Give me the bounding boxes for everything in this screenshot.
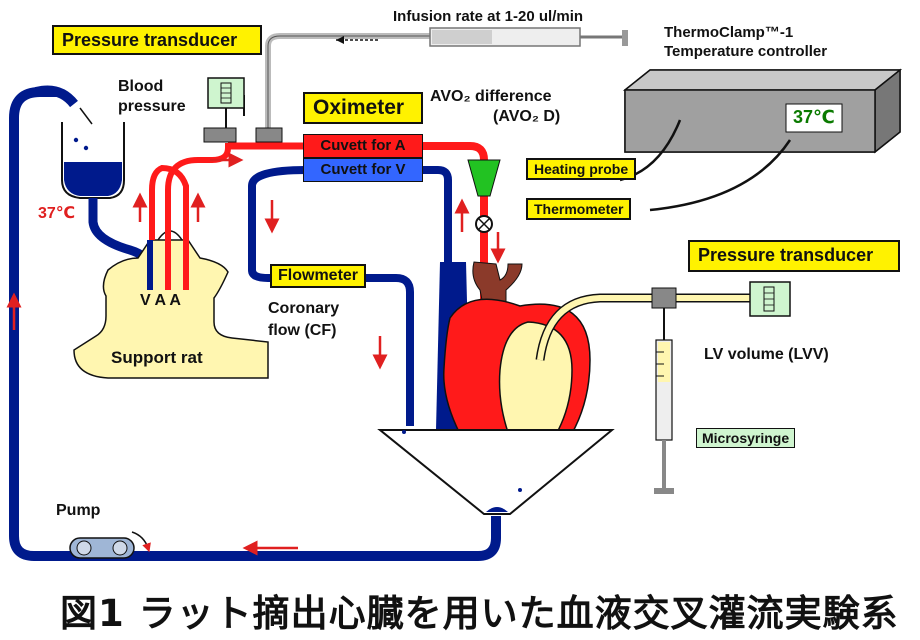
blood-pressure-label-2: pressure [118,98,186,115]
temperature-display [785,103,843,133]
reservoir-blood [64,162,122,196]
arterial-line [149,164,189,290]
blood-pressure-label-1: Blood [118,78,164,95]
cuvett-for-a-label: Cuvett for A [303,134,423,158]
pump-icon [69,531,151,559]
reservoir-inflow-tube [34,85,78,108]
collection-funnel [377,429,615,515]
support-rat-body [73,239,269,379]
thermometer-label: Thermometer [526,198,632,220]
vaa-label: V A A [140,292,181,309]
pump-label: Pump [56,502,101,519]
lv-connector [651,287,677,309]
oximeter-label: Oximeter [303,92,423,124]
venous-return-tube [9,87,501,561]
thermoclamp-label-1: ThermoClamp™-1 [664,24,794,41]
blood-pressure-connector [203,127,237,143]
microsyringe-label: Microsyringe [696,428,796,448]
temperature-display-value: 37℃ [793,107,835,127]
heating-probe-icon [467,159,501,197]
support-rat-label: Support rat [111,348,203,367]
reservoir-temperature: 37℃ [38,205,76,222]
infusion-rate-label: Infusion rate at 1-20 ul/min [393,8,584,25]
infusion-connector [255,127,283,143]
thermoclamp-label-2: Temperature controller [664,43,828,60]
flow-arrows [6,152,506,556]
lv-volume-label: LV volume (LVV) [704,346,829,363]
pressure-transducer-label-top: Pressure transducer [52,25,262,55]
thermometer-cable [649,139,792,212]
cuvett-for-v-label: Cuvett for V [303,158,423,182]
flowmeter-tube [248,166,414,426]
coronary-flow-label-2: flow (CF) [268,322,337,339]
avo2-difference-label-2: (AVO₂ D) [493,108,561,125]
coronary-flow-label-1: Coronary [268,300,340,317]
arterial-line [165,143,231,290]
coronary-venous-tube [306,166,452,340]
flowmeter-label: Flowmeter [270,264,367,288]
heating-probe-label: Heating probe [526,158,637,180]
avo2-difference-label-1: AVO₂ difference [430,88,552,105]
pressure-transducer-label-right: Pressure transducer [688,240,900,272]
figure-caption: 図1 ラット摘出心臓を用いた血液交叉灌流実験系 [60,592,899,635]
